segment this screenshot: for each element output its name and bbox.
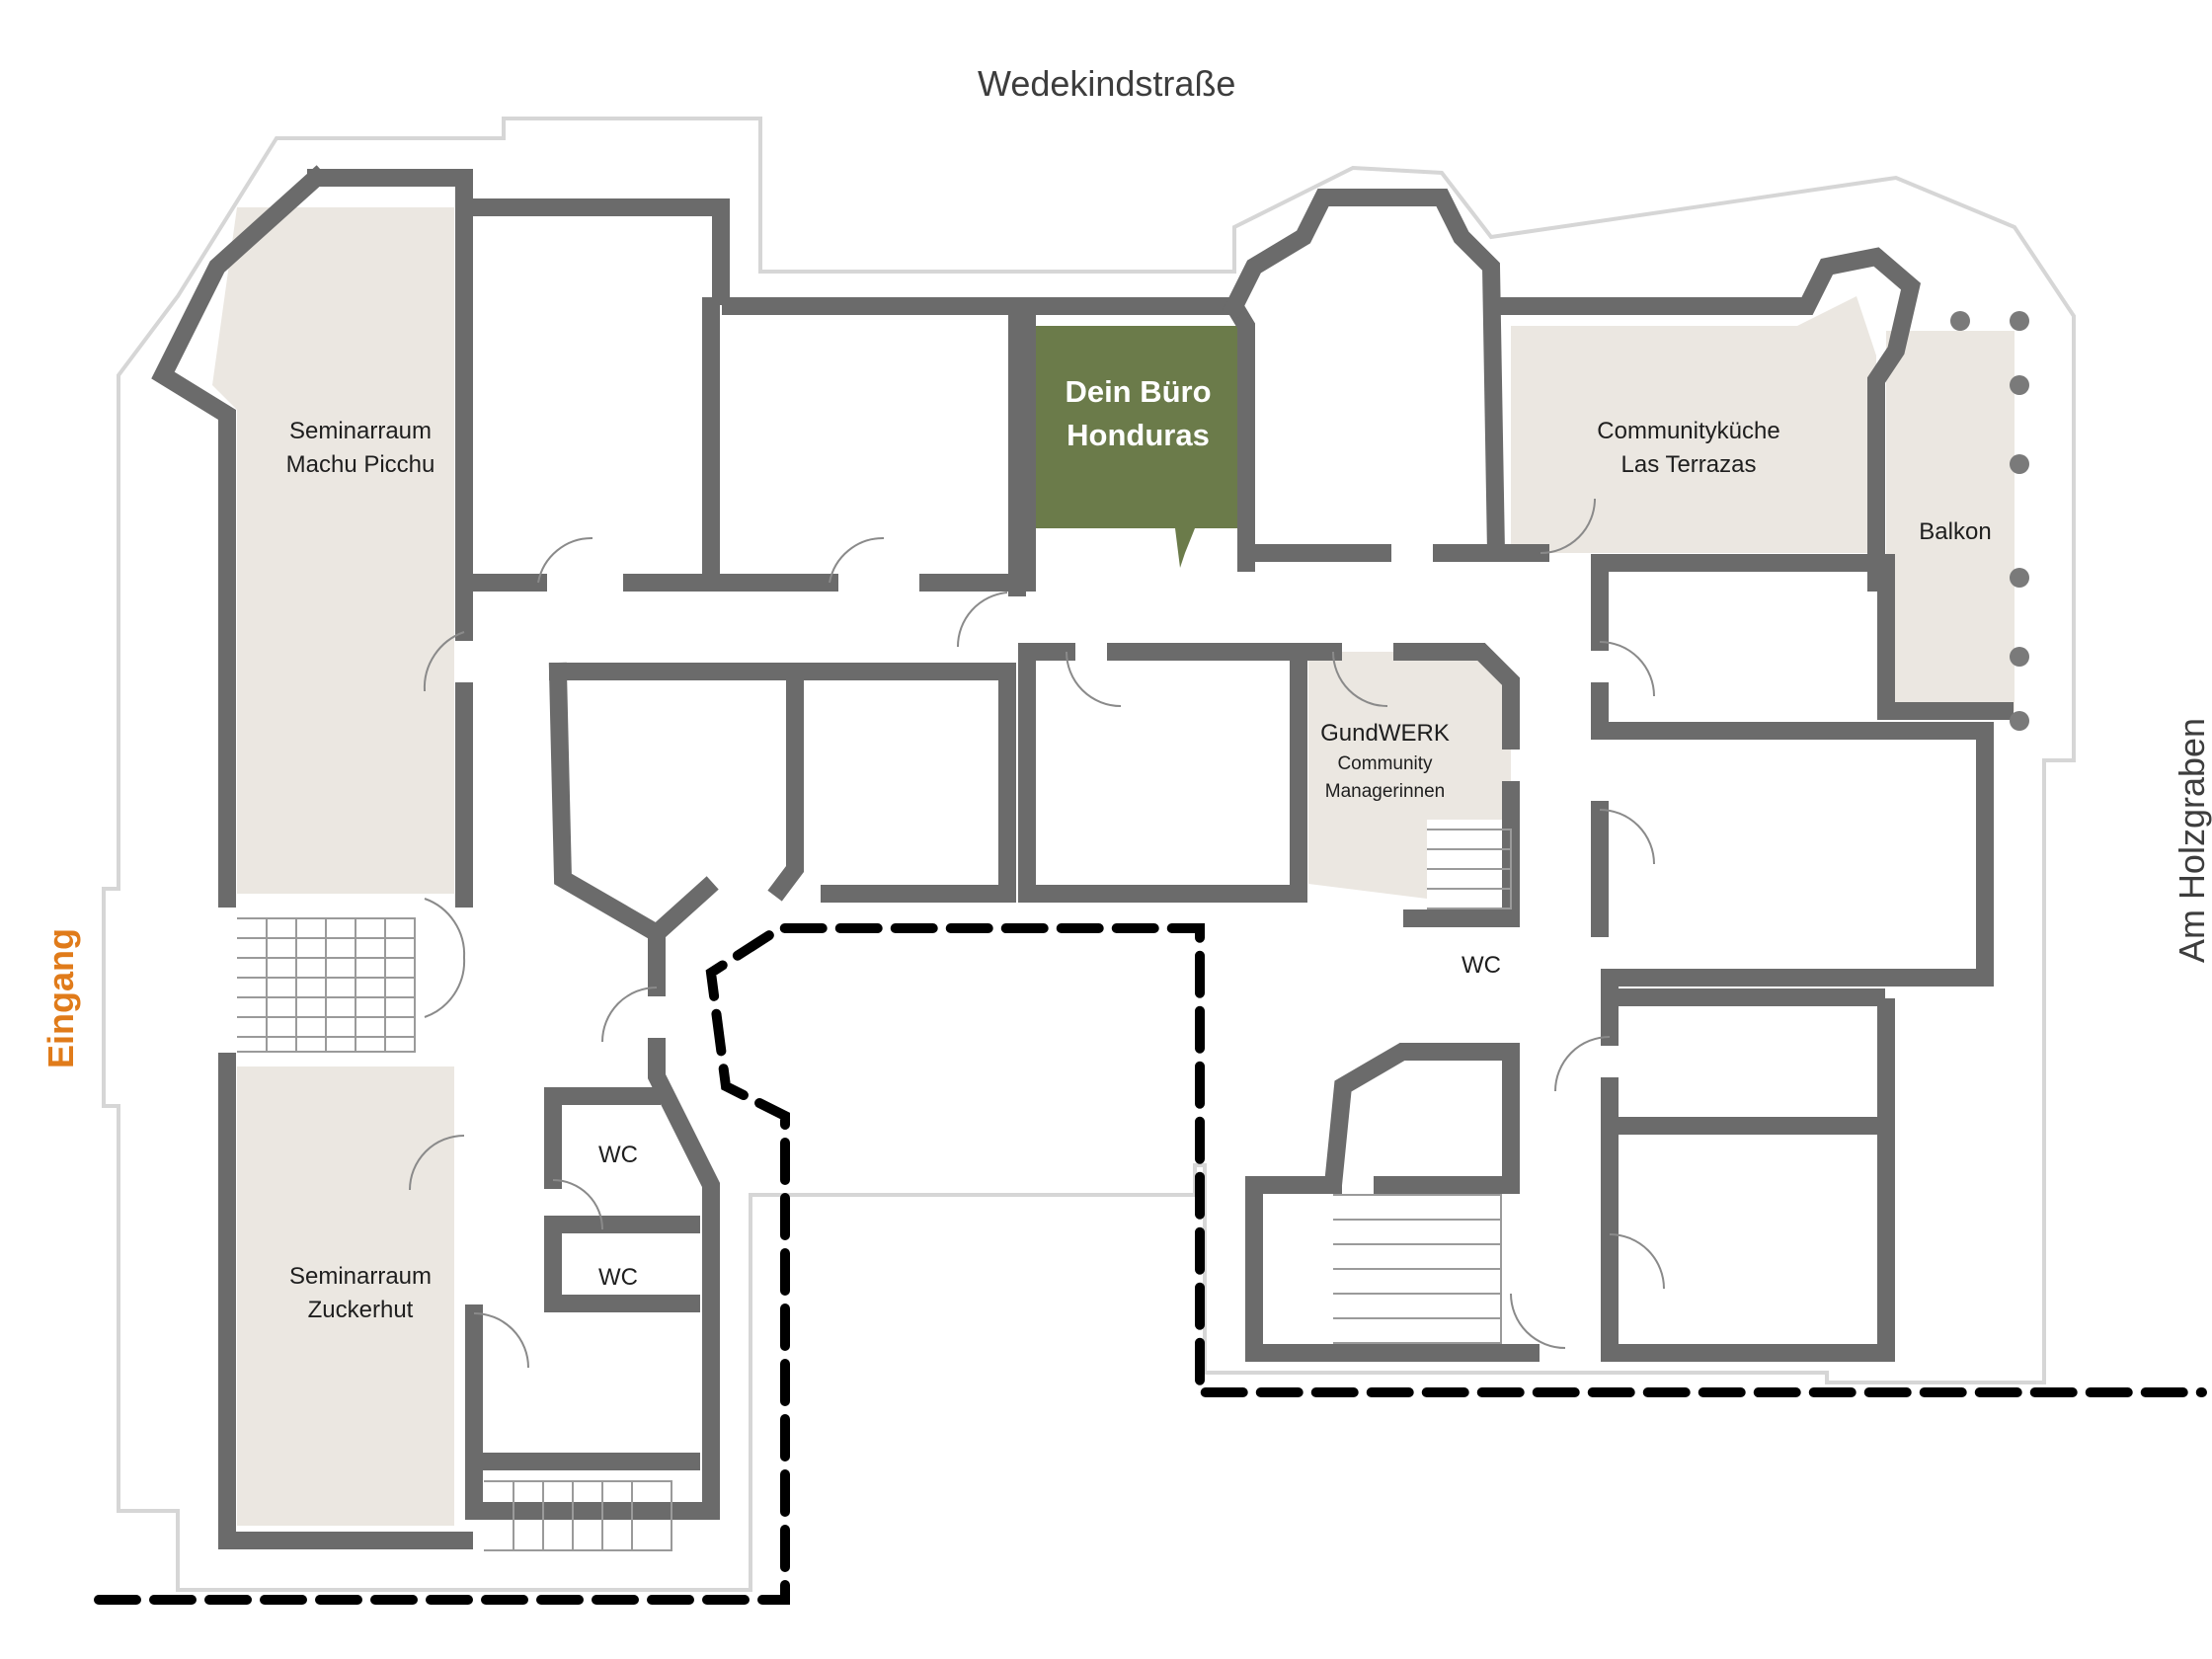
door: [1554, 1036, 1611, 1092]
stairs-gundwerk: [1427, 829, 1512, 909]
label-wc-right: WC: [1462, 952, 1501, 979]
post: [2010, 375, 2029, 395]
stairs-entrance: [237, 917, 416, 1053]
stairs-lower-left: [484, 1480, 672, 1551]
label-line: Las Terrazas: [1620, 451, 1757, 478]
wall-top-left: [307, 169, 730, 305]
post: [2010, 711, 2029, 731]
label-wc-upper: WC: [598, 1142, 638, 1168]
door: [1599, 641, 1655, 697]
wall-bay: [1222, 189, 1506, 562]
wall-right-rooms: [1591, 564, 1994, 1362]
wall-kitchen-bottom: [1502, 544, 1895, 720]
wall-row1: [465, 297, 1036, 592]
label-line: Zuckerhut: [307, 1297, 414, 1323]
door: [1510, 1293, 1566, 1349]
wall-lower-room: [465, 1304, 700, 1520]
post: [2010, 568, 2029, 588]
wall-wc-block: [544, 1087, 700, 1312]
label-line: Seminarraum: [288, 1263, 433, 1290]
boundary-left: [94, 923, 2207, 1605]
label-line: Machu Picchu: [285, 451, 435, 478]
room-balcony: [1886, 331, 2014, 711]
wall-lower-right: [1245, 1043, 1540, 1362]
door: [956, 592, 1008, 648]
wall-mid-block: [548, 662, 804, 945]
room-gundwerk: [1308, 652, 1511, 899]
label-office-honduras: Dein Büro Honduras: [1032, 370, 1244, 457]
room-zuckerhut: [237, 1066, 454, 1526]
label-line: Dein Büro: [1065, 374, 1212, 409]
door: [1332, 651, 1388, 707]
wall-kitchen-top: [1487, 247, 1921, 592]
balcony-posts: [1950, 311, 2029, 731]
stairs-lower-right: [1333, 1194, 1502, 1344]
door: [601, 987, 658, 1043]
wall-office: [1008, 297, 1255, 596]
door: [1599, 809, 1655, 865]
door: [537, 536, 593, 584]
label-gundwerk: GundWERK Community Managerinnen: [1304, 717, 1466, 806]
entrance-label: Eingang: [40, 928, 81, 1068]
wall-mid-block2: [796, 663, 1016, 903]
property-boundary: [94, 923, 2207, 1605]
doors: [409, 498, 1665, 1369]
wall-mid-block3: [1018, 643, 1307, 903]
label-line: Honduras: [1066, 418, 1210, 452]
door: [424, 957, 466, 1018]
street-name-top: Wedekindstraße: [978, 63, 1236, 104]
door: [409, 1135, 465, 1191]
label-line: Balkon: [1919, 518, 1992, 545]
door: [1540, 498, 1596, 554]
door: [424, 898, 466, 959]
room-office-honduras: [1032, 326, 1246, 568]
door: [473, 1312, 529, 1369]
label-line: Seminarraum: [288, 418, 433, 444]
wall-lower-mid: [648, 924, 720, 1520]
room-kitchen: [1511, 296, 1876, 553]
label-line: Managerinnen: [1324, 781, 1446, 802]
room-fills: [212, 207, 2014, 1526]
stairs: [237, 829, 1512, 1551]
door: [552, 1179, 603, 1230]
post: [2010, 311, 2029, 331]
post: [1950, 311, 1970, 331]
wall-left-outer-low: [218, 1053, 473, 1549]
post: [2010, 454, 2029, 474]
label-seminar-zuckerhut: Seminarraum Zuckerhut: [252, 1260, 469, 1327]
door: [829, 536, 885, 584]
walls: [151, 165, 2014, 1549]
label-balcony: Balkon: [1891, 515, 2019, 549]
label-wc-lower: WC: [598, 1264, 638, 1291]
building-outline: [102, 117, 2076, 1592]
label-line: GundWERK: [1320, 720, 1450, 747]
street-name-right: Am Holzgraben: [2172, 717, 2212, 964]
door: [423, 631, 465, 692]
label-seminar-machu-picchu: Seminarraum Machu Picchu: [252, 415, 469, 482]
door: [1066, 651, 1122, 707]
label-line: Communityküche: [1597, 418, 1780, 444]
label-community-kitchen: Communityküche Las Terrazas: [1540, 415, 1837, 482]
room-machu-picchu: [212, 207, 454, 894]
label-line: Community: [1337, 753, 1433, 774]
door: [1609, 1233, 1665, 1290]
wall-left-outer: [151, 165, 329, 908]
post: [2010, 647, 2029, 667]
